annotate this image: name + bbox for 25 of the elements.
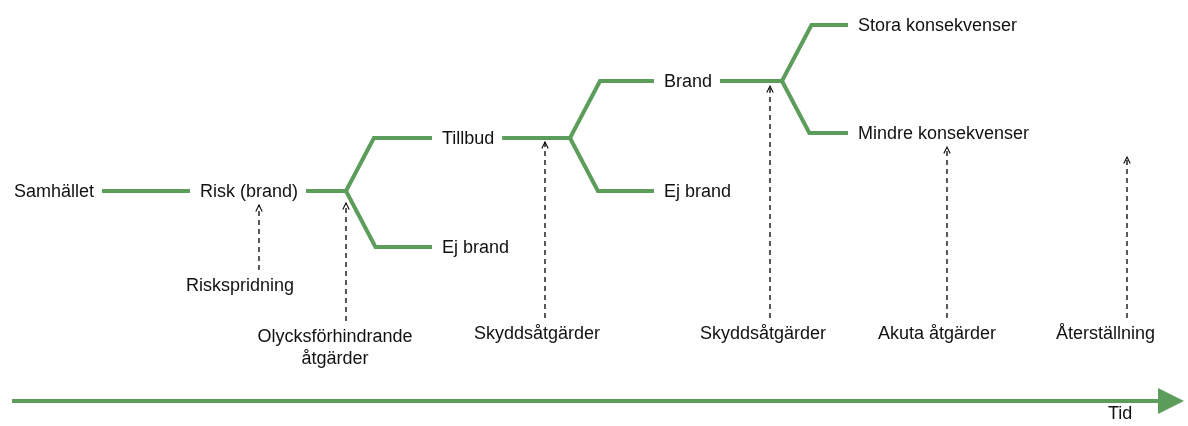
event-label: Brand <box>664 70 713 92</box>
dashed-arrow <box>943 146 951 319</box>
outcome-label: Ej brand <box>442 236 510 258</box>
dashed-arrow <box>541 141 549 319</box>
measure-label: Skyddsåtgärder <box>700 322 827 344</box>
dashed-arrow <box>766 85 774 319</box>
dashed-arrow <box>342 202 350 322</box>
outcome-label: Stora konsekvenser <box>858 14 1018 36</box>
measure-label: Olycksförhindrande åtgärder <box>240 325 430 369</box>
branch-line <box>306 189 432 249</box>
event-label: Risk (brand) <box>200 180 299 202</box>
dashed-arrow <box>1123 156 1131 319</box>
dashed-arrow <box>255 204 263 271</box>
branch-line <box>102 189 190 193</box>
measure-label: Skyddsåtgärder <box>474 322 601 344</box>
measure-label: Akuta åtgärder <box>878 322 997 344</box>
outcome-label: Mindre konsekvenser <box>858 122 1030 144</box>
branch-line <box>720 79 848 135</box>
branch-line <box>502 136 654 193</box>
measure-label: Återställning <box>1056 322 1156 344</box>
outcome-label: Samhället <box>14 180 95 202</box>
axis-label: Tid <box>1108 402 1133 424</box>
outcome-label: Ej brand <box>664 180 732 202</box>
measure-label: Riskspridning <box>186 274 295 296</box>
event-label: Tillbud <box>442 127 495 149</box>
